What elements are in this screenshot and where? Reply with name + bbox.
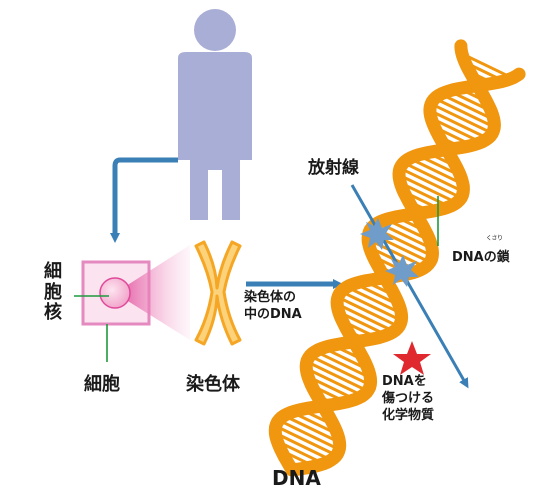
base-pair bbox=[398, 173, 458, 205]
base-pair bbox=[337, 295, 400, 328]
base-pair bbox=[434, 97, 495, 129]
dna-in-chromosome-line1: 染色体の bbox=[244, 290, 297, 305]
base-pair bbox=[275, 424, 338, 457]
base-pair bbox=[461, 52, 514, 80]
base-pair bbox=[306, 360, 369, 393]
zoom-wedge bbox=[115, 245, 190, 340]
chemical-line3: 化学物質 bbox=[382, 407, 435, 423]
base-pair bbox=[340, 290, 402, 322]
base-pair bbox=[283, 414, 341, 444]
burst-icon bbox=[360, 218, 394, 250]
base-pair bbox=[274, 431, 332, 462]
nucleus-label: 細胞核 bbox=[44, 261, 62, 324]
radiation-label: 放射線 bbox=[308, 158, 359, 178]
base-pair bbox=[408, 157, 464, 186]
chromosome-label: 染色体 bbox=[186, 374, 240, 395]
person-icon bbox=[178, 9, 252, 220]
base-pair bbox=[429, 109, 489, 140]
base-pair bbox=[309, 354, 371, 387]
base-pair bbox=[305, 367, 364, 398]
base-pair bbox=[399, 166, 462, 200]
dna-chain-label: DNAの鎖 bbox=[452, 250, 510, 265]
arrow-icon bbox=[110, 157, 178, 243]
nucleus-circle bbox=[99, 277, 131, 309]
chemical-line1: DNAを bbox=[382, 374, 427, 389]
base-pair bbox=[346, 285, 402, 315]
base-pair bbox=[440, 92, 495, 121]
dna-label: DNA bbox=[272, 466, 321, 490]
base-pair bbox=[278, 418, 340, 451]
burst-icon bbox=[385, 255, 419, 287]
chemical-line2: 傷つける bbox=[382, 390, 435, 406]
dna-chain-reading: くさり bbox=[486, 235, 503, 242]
base-pair bbox=[430, 102, 493, 135]
base-pair bbox=[336, 302, 395, 333]
cell-label: 細胞 bbox=[84, 374, 120, 395]
base-pair bbox=[402, 161, 464, 193]
chemical-label: DNAを 傷つける 化学物質 bbox=[382, 374, 452, 425]
dna-in-chromosome-line2: 中のDNA bbox=[244, 306, 302, 322]
dna-in-chromosome-label: 染色体の 中のDNA bbox=[244, 290, 302, 324]
base-pair bbox=[314, 349, 372, 380]
chromosome-icon bbox=[194, 240, 242, 346]
radiation-arrow bbox=[350, 184, 469, 389]
star-icon bbox=[393, 341, 431, 375]
